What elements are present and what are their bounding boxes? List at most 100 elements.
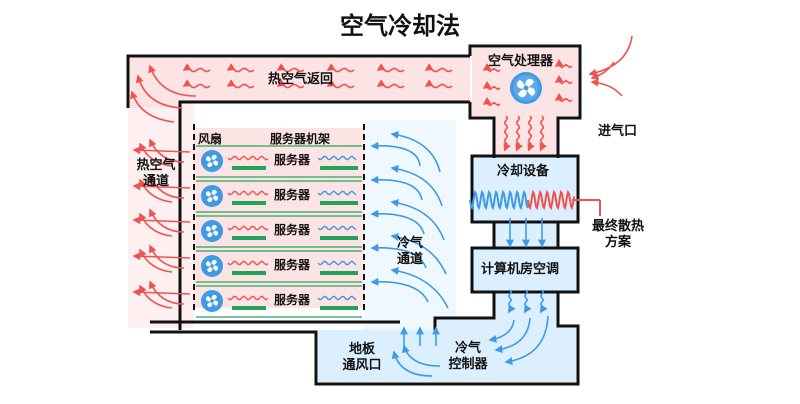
cooling-box-outline xyxy=(470,154,580,224)
page-title: 空气冷却法 xyxy=(340,12,460,40)
hot-air-arrow xyxy=(376,79,405,89)
hot-air-arrow-down xyxy=(503,115,511,152)
rack-fan-icon xyxy=(201,220,223,242)
hot-air-arrow xyxy=(182,79,211,89)
server-cold-wave xyxy=(317,295,357,301)
cold-air-arrow-curve xyxy=(391,350,433,377)
cold-air-arrow-curve xyxy=(402,344,441,367)
inlet-arrow xyxy=(590,78,623,97)
hot-air-arrow-curve xyxy=(135,74,183,109)
cold-air-controller-label: 冷气 控制器 xyxy=(440,341,496,373)
hot-air-arrow-curve xyxy=(149,244,185,269)
rack-rows xyxy=(196,145,362,318)
hot-air-arrow xyxy=(424,63,453,73)
cold-air-arrow-curve xyxy=(494,317,531,354)
hot-air-arrow xyxy=(376,63,405,73)
server-label: 服务器 xyxy=(274,223,311,237)
cold-air-arrow-curve xyxy=(390,164,443,207)
outer-wall-top xyxy=(126,54,470,108)
hot-air-arrow xyxy=(482,81,501,91)
floor-vent-line1: 地板 xyxy=(348,342,375,357)
cold-air-arrow-curve xyxy=(370,209,425,235)
hot-air-arrow-curve xyxy=(149,208,185,233)
hot-air-arrow xyxy=(554,93,573,103)
cold-air-arrow-down xyxy=(523,289,532,314)
server-hot-wave xyxy=(227,225,269,231)
hot-air-arrow-curve xyxy=(149,174,185,199)
server-bar-left xyxy=(232,271,266,275)
air-inlet-label: 进气口 xyxy=(598,124,638,139)
cooling-coil xyxy=(469,189,601,216)
hot-air-arrow xyxy=(276,63,305,73)
cold-air-arrow-curve xyxy=(370,141,421,167)
server-hot-wave xyxy=(227,295,269,301)
cold-air-arrow-curve xyxy=(488,319,515,343)
cold-air-arrow-curve xyxy=(390,266,449,309)
server-bar-left xyxy=(232,306,266,310)
cold-aisle-label-line2: 通道 xyxy=(396,252,423,267)
server-label: 服务器 xyxy=(274,153,311,167)
cooling-equipment-label: 冷却设备 xyxy=(497,164,550,179)
server-hot-wave xyxy=(227,260,269,266)
cold-air-arrows xyxy=(370,130,549,377)
air-handler-fan-icon xyxy=(510,72,542,104)
hot-air-arrow-curve xyxy=(149,280,185,305)
cold-air-arrow-down xyxy=(539,289,548,314)
final-heat-rejection-line1: 最终散热 xyxy=(591,219,644,234)
server-bar-right xyxy=(320,201,358,205)
air-handler-outline xyxy=(468,44,582,158)
server-bar-left xyxy=(232,201,266,205)
server-hot-wave xyxy=(227,190,269,196)
crac-box-outline xyxy=(470,246,580,294)
cold-aisle-label: 冷气 通道 xyxy=(390,236,430,268)
inlet-arrow xyxy=(590,61,615,81)
hot-air-arrow xyxy=(326,79,355,89)
hot-air-arrows xyxy=(130,35,633,309)
server-label: 服务器 xyxy=(274,188,311,202)
hot-air-arrow xyxy=(182,63,211,73)
cold-air-arrow-curve xyxy=(370,175,423,201)
fan-label: 风扇 xyxy=(198,132,223,146)
server-bar-right xyxy=(320,236,358,240)
cold-air-controller-line1: 冷气 xyxy=(454,341,481,356)
inlet-arrow xyxy=(588,35,633,77)
cold-air-controller-line2: 控制器 xyxy=(448,357,488,372)
hot-aisle-label-line1: 热空气 xyxy=(136,158,176,173)
cooling-coil-cold xyxy=(469,189,529,211)
crac-box xyxy=(472,248,578,292)
cooling-coil-hot xyxy=(527,189,575,211)
server-cold-wave xyxy=(317,155,357,161)
cold-air-arrow-curve xyxy=(390,130,441,173)
cold-air-arrow-curve xyxy=(390,198,445,241)
hot-air-arrow-curve xyxy=(130,90,175,123)
final-heat-rejection-line2: 方案 xyxy=(604,235,631,250)
cold-air-arrow-curve xyxy=(370,243,427,269)
crac-label: 计算机房空调 xyxy=(481,262,560,277)
floor-plenum xyxy=(318,318,578,382)
cold-air-arrow-curve xyxy=(390,232,447,275)
air-handler-left-outline xyxy=(468,102,496,158)
hot-air-arrow-curve xyxy=(148,64,197,97)
server-cold-wave xyxy=(317,225,357,231)
server-hot-wave xyxy=(227,155,269,161)
hot-air-arrow xyxy=(482,63,501,73)
hot-air-arrow-curve xyxy=(139,248,173,273)
rack-fans xyxy=(201,150,223,312)
hot-air-arrow-curve xyxy=(139,212,173,237)
hot-air-arrow xyxy=(424,79,453,89)
rack-fan-icon xyxy=(201,185,223,207)
air-handler-column xyxy=(494,116,558,156)
hot-air-arrow-down xyxy=(527,115,535,152)
cold-aisle-label-line1: 冷气 xyxy=(396,236,423,251)
inner-wall-top xyxy=(178,100,470,330)
hot-air-arrow-curve xyxy=(139,284,173,309)
hot-air-arrow xyxy=(226,63,255,73)
hot-air-arrow xyxy=(554,75,573,85)
server-bar-right xyxy=(320,306,358,310)
rack-fan-icon xyxy=(201,255,223,277)
hot-air-arrow-down xyxy=(539,115,547,152)
rack-fan-icon xyxy=(201,290,223,312)
hot-air-return-label: 热空气返回 xyxy=(268,72,334,87)
floor-vent-label: 地板 通风口 xyxy=(334,342,390,374)
